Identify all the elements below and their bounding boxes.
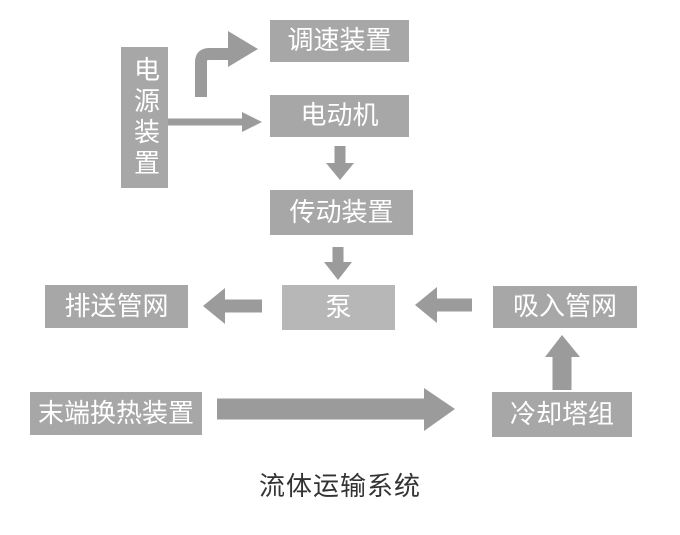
node-discharge-network: 排送管网 xyxy=(45,285,188,328)
arrow-power-to-speed xyxy=(195,48,229,97)
node-suction-network-label: 吸入管网 xyxy=(512,292,617,321)
node-speed-control-label: 调速装置 xyxy=(287,26,392,55)
node-speed-control: 调速装置 xyxy=(270,20,409,62)
arrowhead-transmission-to-pump xyxy=(324,262,352,280)
node-terminal-heat-exchanger-label: 末端换热装置 xyxy=(37,398,194,428)
node-pump-label: 泵 xyxy=(325,292,352,322)
node-discharge-network-label: 排送管网 xyxy=(64,291,169,321)
node-pump: 泵 xyxy=(282,285,395,330)
arrowhead-power-to-motor xyxy=(242,112,262,132)
node-cooling-tower-group: 冷却塔组 xyxy=(492,392,632,437)
arrowhead-motor-to-transmission xyxy=(326,163,354,180)
arrowhead-power-to-speed xyxy=(228,31,258,67)
arrowhead-cooling-to-suction xyxy=(545,335,580,357)
node-terminal-heat-exchanger: 末端换热装置 xyxy=(30,392,202,435)
diagram-title: 流体运输系统 xyxy=(258,472,421,501)
node-motor: 电动机 xyxy=(270,95,409,137)
node-transmission-label: 传动装置 xyxy=(289,197,394,227)
node-power-supply: 电源装置 xyxy=(121,47,168,188)
arrowhead-terminal-to-cooling xyxy=(424,388,455,431)
arrowhead-suction-to-pump xyxy=(415,287,437,323)
arrowhead-pump-to-discharge xyxy=(203,288,225,324)
node-cooling-tower-group-label: 冷却塔组 xyxy=(509,399,614,429)
node-transmission: 传动装置 xyxy=(270,190,413,235)
node-motor-label: 电动机 xyxy=(300,101,379,130)
node-suction-network: 吸入管网 xyxy=(493,286,637,328)
node-power-supply-label: 电源装置 xyxy=(130,55,160,180)
